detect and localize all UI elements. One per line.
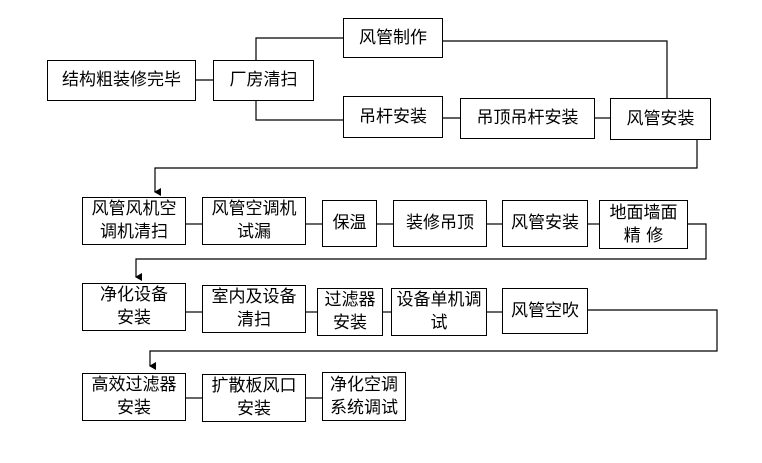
node-n5: 吊顶吊杆安装 bbox=[460, 98, 595, 139]
node-n4: 吊杆安装 bbox=[343, 96, 443, 138]
connector-n12-n13 bbox=[135, 223, 707, 281]
node-n10: 装修吊顶 bbox=[393, 200, 487, 247]
node-n9: 保温 bbox=[322, 200, 377, 247]
node-n2: 厂房清扫 bbox=[213, 60, 314, 101]
node-n16: 设备单机调 试 bbox=[391, 288, 487, 336]
node-n17: 风管空吹 bbox=[502, 288, 588, 334]
node-n19: 扩散板风口 安装 bbox=[202, 374, 306, 422]
node-n6: 风管安装 bbox=[610, 98, 711, 140]
node-n11: 风管安装 bbox=[502, 200, 588, 247]
node-n3: 风管制作 bbox=[343, 18, 443, 58]
node-n15: 过滤器 安装 bbox=[317, 288, 383, 336]
node-n12: 地面墙面 精 修 bbox=[599, 200, 688, 249]
connector-n2-n4 bbox=[255, 100, 343, 121]
node-n7: 风管风机空 调机清扫 bbox=[82, 197, 186, 245]
node-n1: 结构粗装修完毕 bbox=[47, 60, 196, 101]
node-n20: 净化空调 系统调试 bbox=[322, 372, 406, 421]
node-n18: 高效过滤器 安装 bbox=[82, 373, 186, 421]
node-n14: 室内及设备 清扫 bbox=[202, 285, 306, 333]
connector-n17-n18 bbox=[149, 309, 718, 370]
connector-n3-n6 bbox=[443, 40, 668, 98]
node-n8: 风管空调机 试漏 bbox=[202, 197, 306, 245]
node-n13: 净化设备 安装 bbox=[82, 283, 186, 331]
connector-n2-n3 bbox=[255, 37, 343, 62]
connector-n6-n7 bbox=[154, 140, 698, 196]
